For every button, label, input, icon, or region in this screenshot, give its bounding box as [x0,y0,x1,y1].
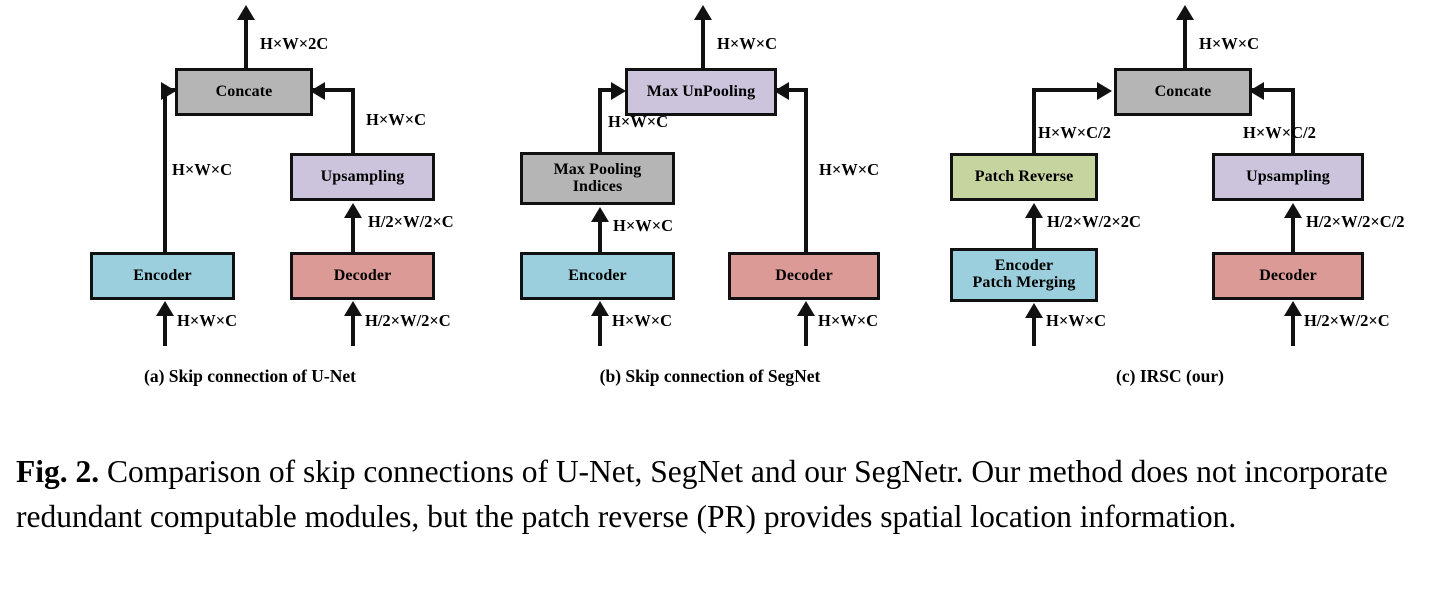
edge-upsampling-to-concate-horizontal [312,88,355,92]
edge-pr-to-concate-vertical [1032,88,1036,155]
edge-indices-to-unpool-horizontal [598,88,614,92]
label-decoder-to-unpool: H×W×C [819,160,880,179]
node-max-unpooling: Max UnPooling [625,68,777,116]
node-encoder-patch-merging: Encoder Patch Merging [950,248,1098,302]
node-max-unpooling-label: Max UnPooling [646,82,756,100]
node-encoder-label: Encoder [568,266,627,284]
edge-encoder-to-indices [598,222,602,258]
arrowhead-decoder-to-unpool [774,82,789,100]
panel-c-caption: (c) IRSC (our) [1116,366,1224,386]
figure-caption-text: Comparison of skip connections of U-Net,… [16,454,1388,534]
panel-skip-connection-segnet: H×W×C Max UnPooling H×W×C H×W×C Max Pool… [480,0,940,420]
node-concate-label: Concate [1154,82,1212,100]
arrowhead-decoder-to-up [1284,203,1302,218]
label-indices-to-unpool: H×W×C [608,112,669,131]
arrowhead-encoder-input [156,301,174,316]
label-decoder-to-up: H/2×W/2×C/2 [1306,212,1405,231]
edge-pr-to-concate-horizontal [1032,88,1100,92]
edge-decoder-to-up [1291,218,1295,254]
edge-encoder-input [1032,318,1036,346]
edge-up-to-concate-vertical [1291,88,1295,155]
arrowhead-encoder-input [1025,303,1043,318]
node-max-pooling-indices-label: Max Pooling Indices [553,160,642,195]
edge-unpool-output [701,18,705,70]
arrowhead-concate-output [1176,5,1194,20]
figure-caption-prefix: Fig. 2. [16,454,100,489]
label-decoder-to-upsample: H/2×W/2×C [368,212,454,231]
arrowhead-up-to-concate [1249,82,1264,100]
node-decoder: Decoder [728,252,880,300]
label-decoder-in: H×W×C [818,311,879,330]
panel-skip-connection-unet: H×W×2C Concate H×W×C H×W×C Upsampling H/… [20,0,480,420]
edge-decoder-input [804,316,808,346]
label-decoder-in: H/2×W/2×C [365,311,451,330]
node-concate-label: Concate [215,82,273,100]
edge-upsampling-to-concate-vertical [351,88,355,155]
label-pr-to-concate: H×W×C/2 [1038,123,1111,142]
node-concate: Concate [1114,68,1252,116]
edge-decoder-input [351,316,355,346]
panel-b-caption: (b) Skip connection of SegNet [599,366,821,386]
node-decoder-label: Decoder [333,266,392,284]
arrowhead-decoder-input [344,301,362,316]
node-encoder: Encoder [90,252,235,300]
edge-concate-output [1183,18,1187,70]
panel-irsc-our: H×W×C Concate H×W×C/2 H×W×C/2 Patch Reve… [940,0,1405,420]
node-encoder-label: Encoder [133,266,192,284]
node-decoder: Decoder [290,252,435,300]
label-output: H×W×2C [260,34,329,53]
node-decoder: Decoder [1212,252,1364,300]
edge-encoder-skip-vertical [163,88,167,255]
label-upsample-out: H×W×C [366,110,427,129]
node-encoder-patch-merging-label: Encoder Patch Merging [972,257,1076,291]
figure-diagram: H×W×2C Concate H×W×C H×W×C Upsampling H/… [20,0,1405,420]
label-encoder-in: H×W×C [612,311,673,330]
node-upsampling: Upsampling [1212,153,1364,201]
node-encoder: Encoder [520,252,675,300]
node-concate: Concate [175,68,313,116]
panel-a-caption: (a) Skip connection of U-Net [144,366,356,386]
edge-encoder-input [598,316,602,346]
node-upsampling-label: Upsampling [320,167,405,185]
node-decoder-label: Decoder [775,266,833,284]
arrowhead-encoder-skip [161,82,176,100]
arrowhead-decoder-to-upsampling [344,203,362,218]
edge-decoder-input [1291,316,1295,346]
node-patch-reverse: Patch Reverse [950,153,1098,201]
label-up-to-concate: H×W×C/2 [1243,123,1316,142]
label-skip: H×W×C [172,160,233,179]
label-decoder-in: H/2×W/2×C [1304,311,1390,330]
figure-caption: Fig. 2. Comparison of skip connections o… [16,450,1428,539]
node-upsampling: Upsampling [290,153,435,201]
node-max-pooling-indices: Max Pooling Indices [520,152,675,205]
arrowhead-upsampling-to-concate [310,82,325,100]
label-encoder-in: H×W×C [1046,311,1107,330]
edge-encoder-input [163,316,167,346]
arrowhead-encoder-to-indices [591,207,609,222]
edge-decoder-to-unpool-horizontal [776,88,808,92]
edge-up-to-concate-horizontal [1251,88,1295,92]
node-upsampling-label: Upsampling [1246,167,1330,185]
edge-decoder-to-upsampling [351,218,355,256]
arrowhead-concate-output [237,5,255,20]
edge-indices-to-unpool-vertical [598,88,602,156]
label-encoder-to-indices: H×W×C [613,216,674,235]
node-decoder-label: Decoder [1259,266,1317,284]
edge-encoder-to-pr [1032,218,1036,254]
arrowhead-encoder-to-pr [1025,203,1043,218]
label-encoder-in: H×W×C [177,311,238,330]
arrowhead-decoder-input [1284,301,1302,316]
arrowhead-unpool-output [694,5,712,20]
node-patch-reverse-label: Patch Reverse [974,167,1074,185]
edge-concate-output [244,18,248,70]
edge-decoder-to-unpool-vertical [804,88,808,255]
label-output: H×W×C [717,34,778,53]
label-encoder-to-pr: H/2×W/2×2C [1047,212,1141,231]
arrowhead-encoder-input [591,301,609,316]
label-output: H×W×C [1199,34,1260,53]
arrowhead-decoder-input [797,301,815,316]
arrowhead-pr-to-concate [1097,82,1112,100]
arrowhead-indices-to-unpool [611,82,626,100]
